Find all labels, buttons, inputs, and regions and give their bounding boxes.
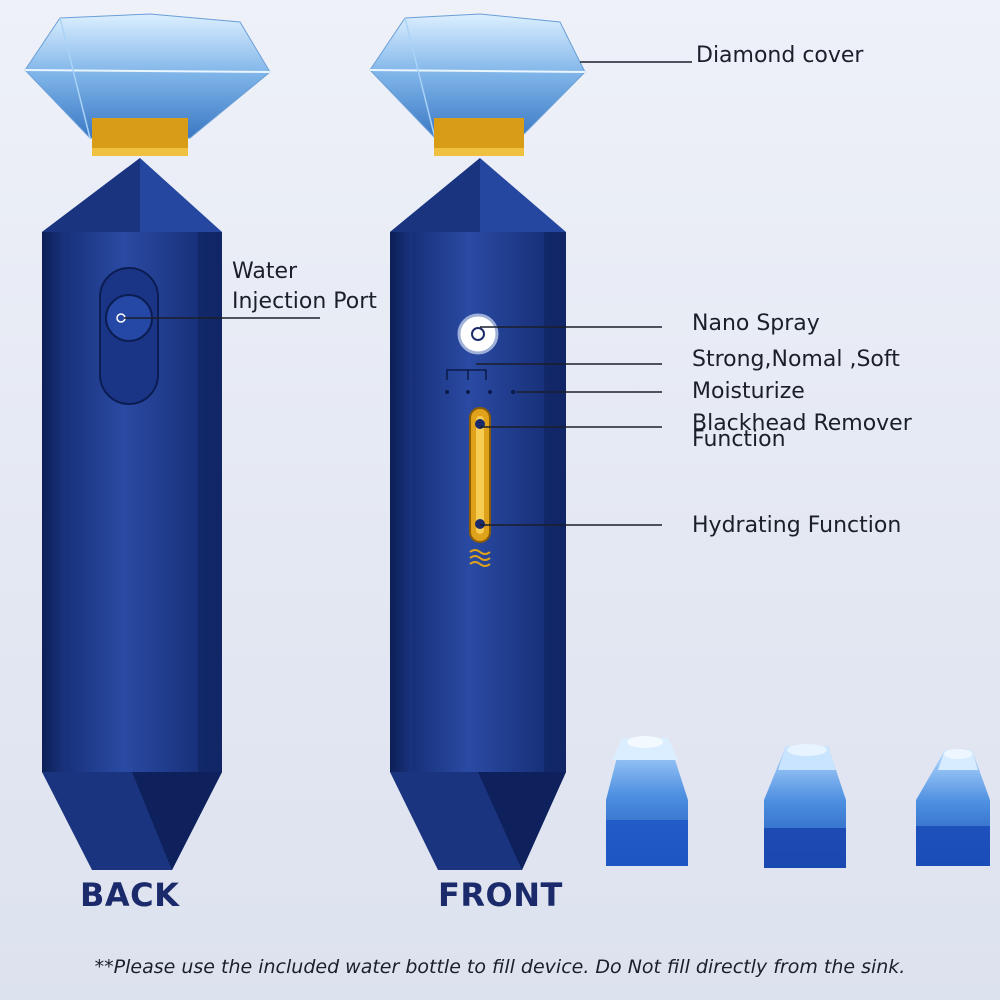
- diamond-cover-label: Diamond cover: [696, 43, 864, 68]
- indicator-dot-soft: [488, 390, 492, 394]
- hydrating-label: Hydrating Function: [692, 513, 902, 538]
- indicator-dot-moisturize: [511, 390, 515, 394]
- water-port-label-line2: Injection Port: [232, 289, 377, 314]
- hydrating-wave-icon: [469, 549, 491, 567]
- callout-lines: [124, 61, 692, 526]
- mode-indicator-lights: [446, 369, 487, 380]
- back-gold-ring: [92, 118, 188, 148]
- strength-label: Strong,Nomal ,Soft: [692, 347, 900, 372]
- back-view-label: BACK: [80, 876, 180, 914]
- nano-spray-button[interactable]: [457, 313, 499, 355]
- replacement-head-1: [606, 736, 688, 866]
- replacement-head-3: [916, 749, 990, 866]
- back-device: [24, 13, 271, 870]
- indicator-dot-normal: [466, 390, 470, 394]
- front-view-label: FRONT: [438, 876, 563, 914]
- indicator-dot-strong: [445, 390, 449, 394]
- front-gold-ring: [434, 118, 524, 148]
- footer-note: **Please use the included water bottle t…: [94, 956, 906, 978]
- front-device: [369, 13, 586, 870]
- nano-spray-label: Nano Spray: [692, 311, 820, 336]
- moisturize-label: Moisturize: [692, 379, 805, 404]
- water-port-label-line1: Water: [232, 259, 298, 284]
- replacement-head-2: [764, 744, 846, 868]
- blackhead-label-line1: Blackhead Remover: [692, 411, 912, 436]
- blackhead-label-line2: Function: [692, 427, 786, 452]
